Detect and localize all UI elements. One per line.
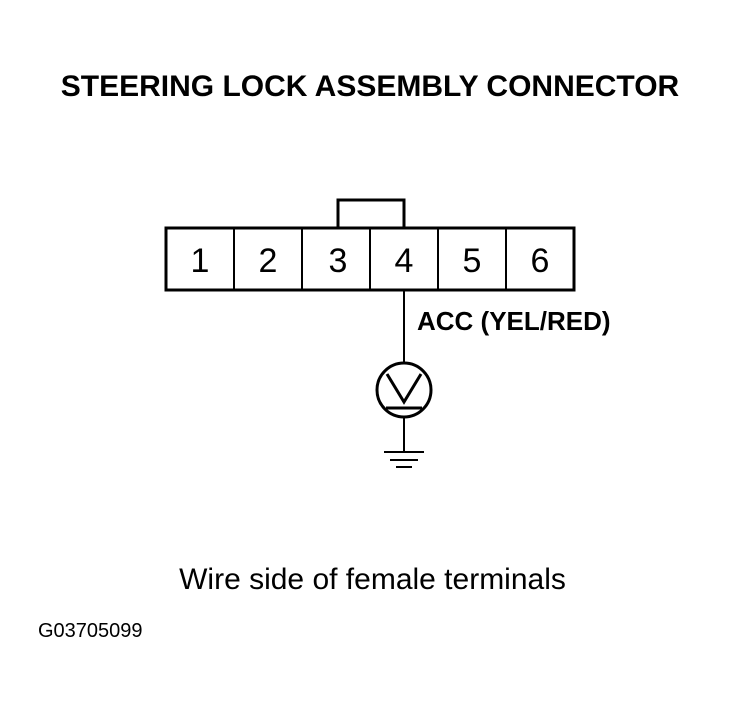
- pin-label-5: 5: [463, 242, 482, 280]
- diagram-caption: Wire side of female terminals: [179, 563, 566, 596]
- pin-labels: 1 2 3 4 5 6: [191, 242, 550, 280]
- connector-lock-tab: [336, 198, 406, 228]
- voltmeter-icon: [375, 361, 433, 419]
- pin-label-6: 6: [531, 242, 550, 280]
- wire-label: ACC (YEL/RED): [417, 306, 611, 336]
- pin-label-3: 3: [329, 242, 348, 280]
- pin-dividers: [233, 228, 507, 290]
- diagram-title: STEERING LOCK ASSEMBLY CONNECTOR: [60, 70, 680, 103]
- pin-label-1: 1: [191, 242, 210, 280]
- ground-icon: [384, 451, 424, 468]
- pin-label-2: 2: [259, 242, 278, 280]
- pin-label-4: 4: [395, 242, 414, 280]
- figure-id: G03705099: [38, 620, 143, 642]
